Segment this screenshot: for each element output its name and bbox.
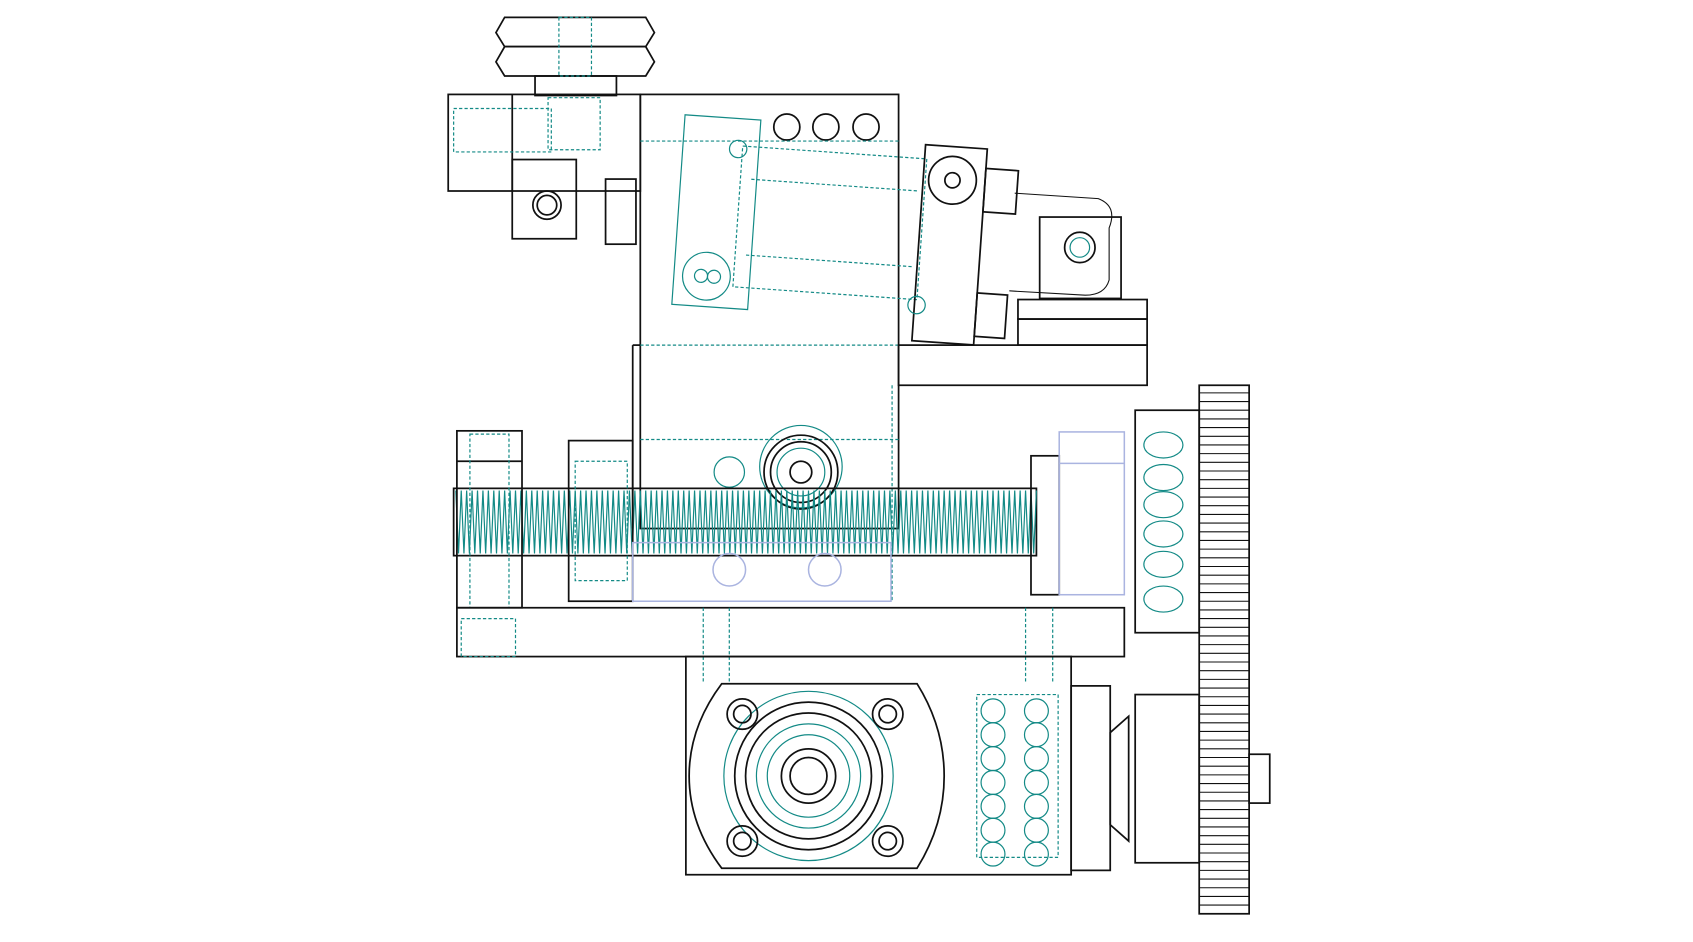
- bearing-ball: [1023, 769, 1049, 796]
- bolt-hole-4: [871, 825, 904, 858]
- spur-gear: [1198, 384, 1250, 915]
- bearing-ball: [1023, 698, 1049, 724]
- bolt-hole-1: [726, 698, 759, 731]
- base-plate: [456, 606, 1126, 684]
- bolt-hole-2: [871, 698, 904, 731]
- hole-2: [811, 113, 840, 141]
- screw-nut-block: [567, 439, 892, 603]
- bearing-ball: [1023, 841, 1049, 867]
- pneumatic-cylinder: [671, 114, 1020, 346]
- right-bracket: [897, 192, 1148, 387]
- bearing-ball: [980, 793, 1006, 819]
- bolt-hole-3: [726, 825, 759, 858]
- bearing-ball: [1023, 817, 1049, 843]
- bearing-ball: [980, 746, 1006, 772]
- bearing-ball: [980, 722, 1006, 748]
- bearing-ball: [1023, 793, 1049, 819]
- bearing-ball: [980, 698, 1006, 724]
- lead-screw: [452, 487, 1038, 557]
- pulley: [494, 16, 656, 97]
- main-block: [631, 93, 900, 603]
- hole-3: [852, 113, 880, 141]
- left-clamp-block: [447, 93, 642, 246]
- gearbox-housing: [685, 655, 1271, 876]
- bearing-ball: [980, 769, 1006, 796]
- bearing-ball: [1023, 722, 1049, 748]
- screw-end-bearing: [1030, 409, 1201, 634]
- hole-1: [772, 113, 801, 141]
- bearing-ball: [980, 817, 1006, 843]
- bearing-ball: [980, 841, 1006, 867]
- bearing-ball: [1023, 746, 1049, 772]
